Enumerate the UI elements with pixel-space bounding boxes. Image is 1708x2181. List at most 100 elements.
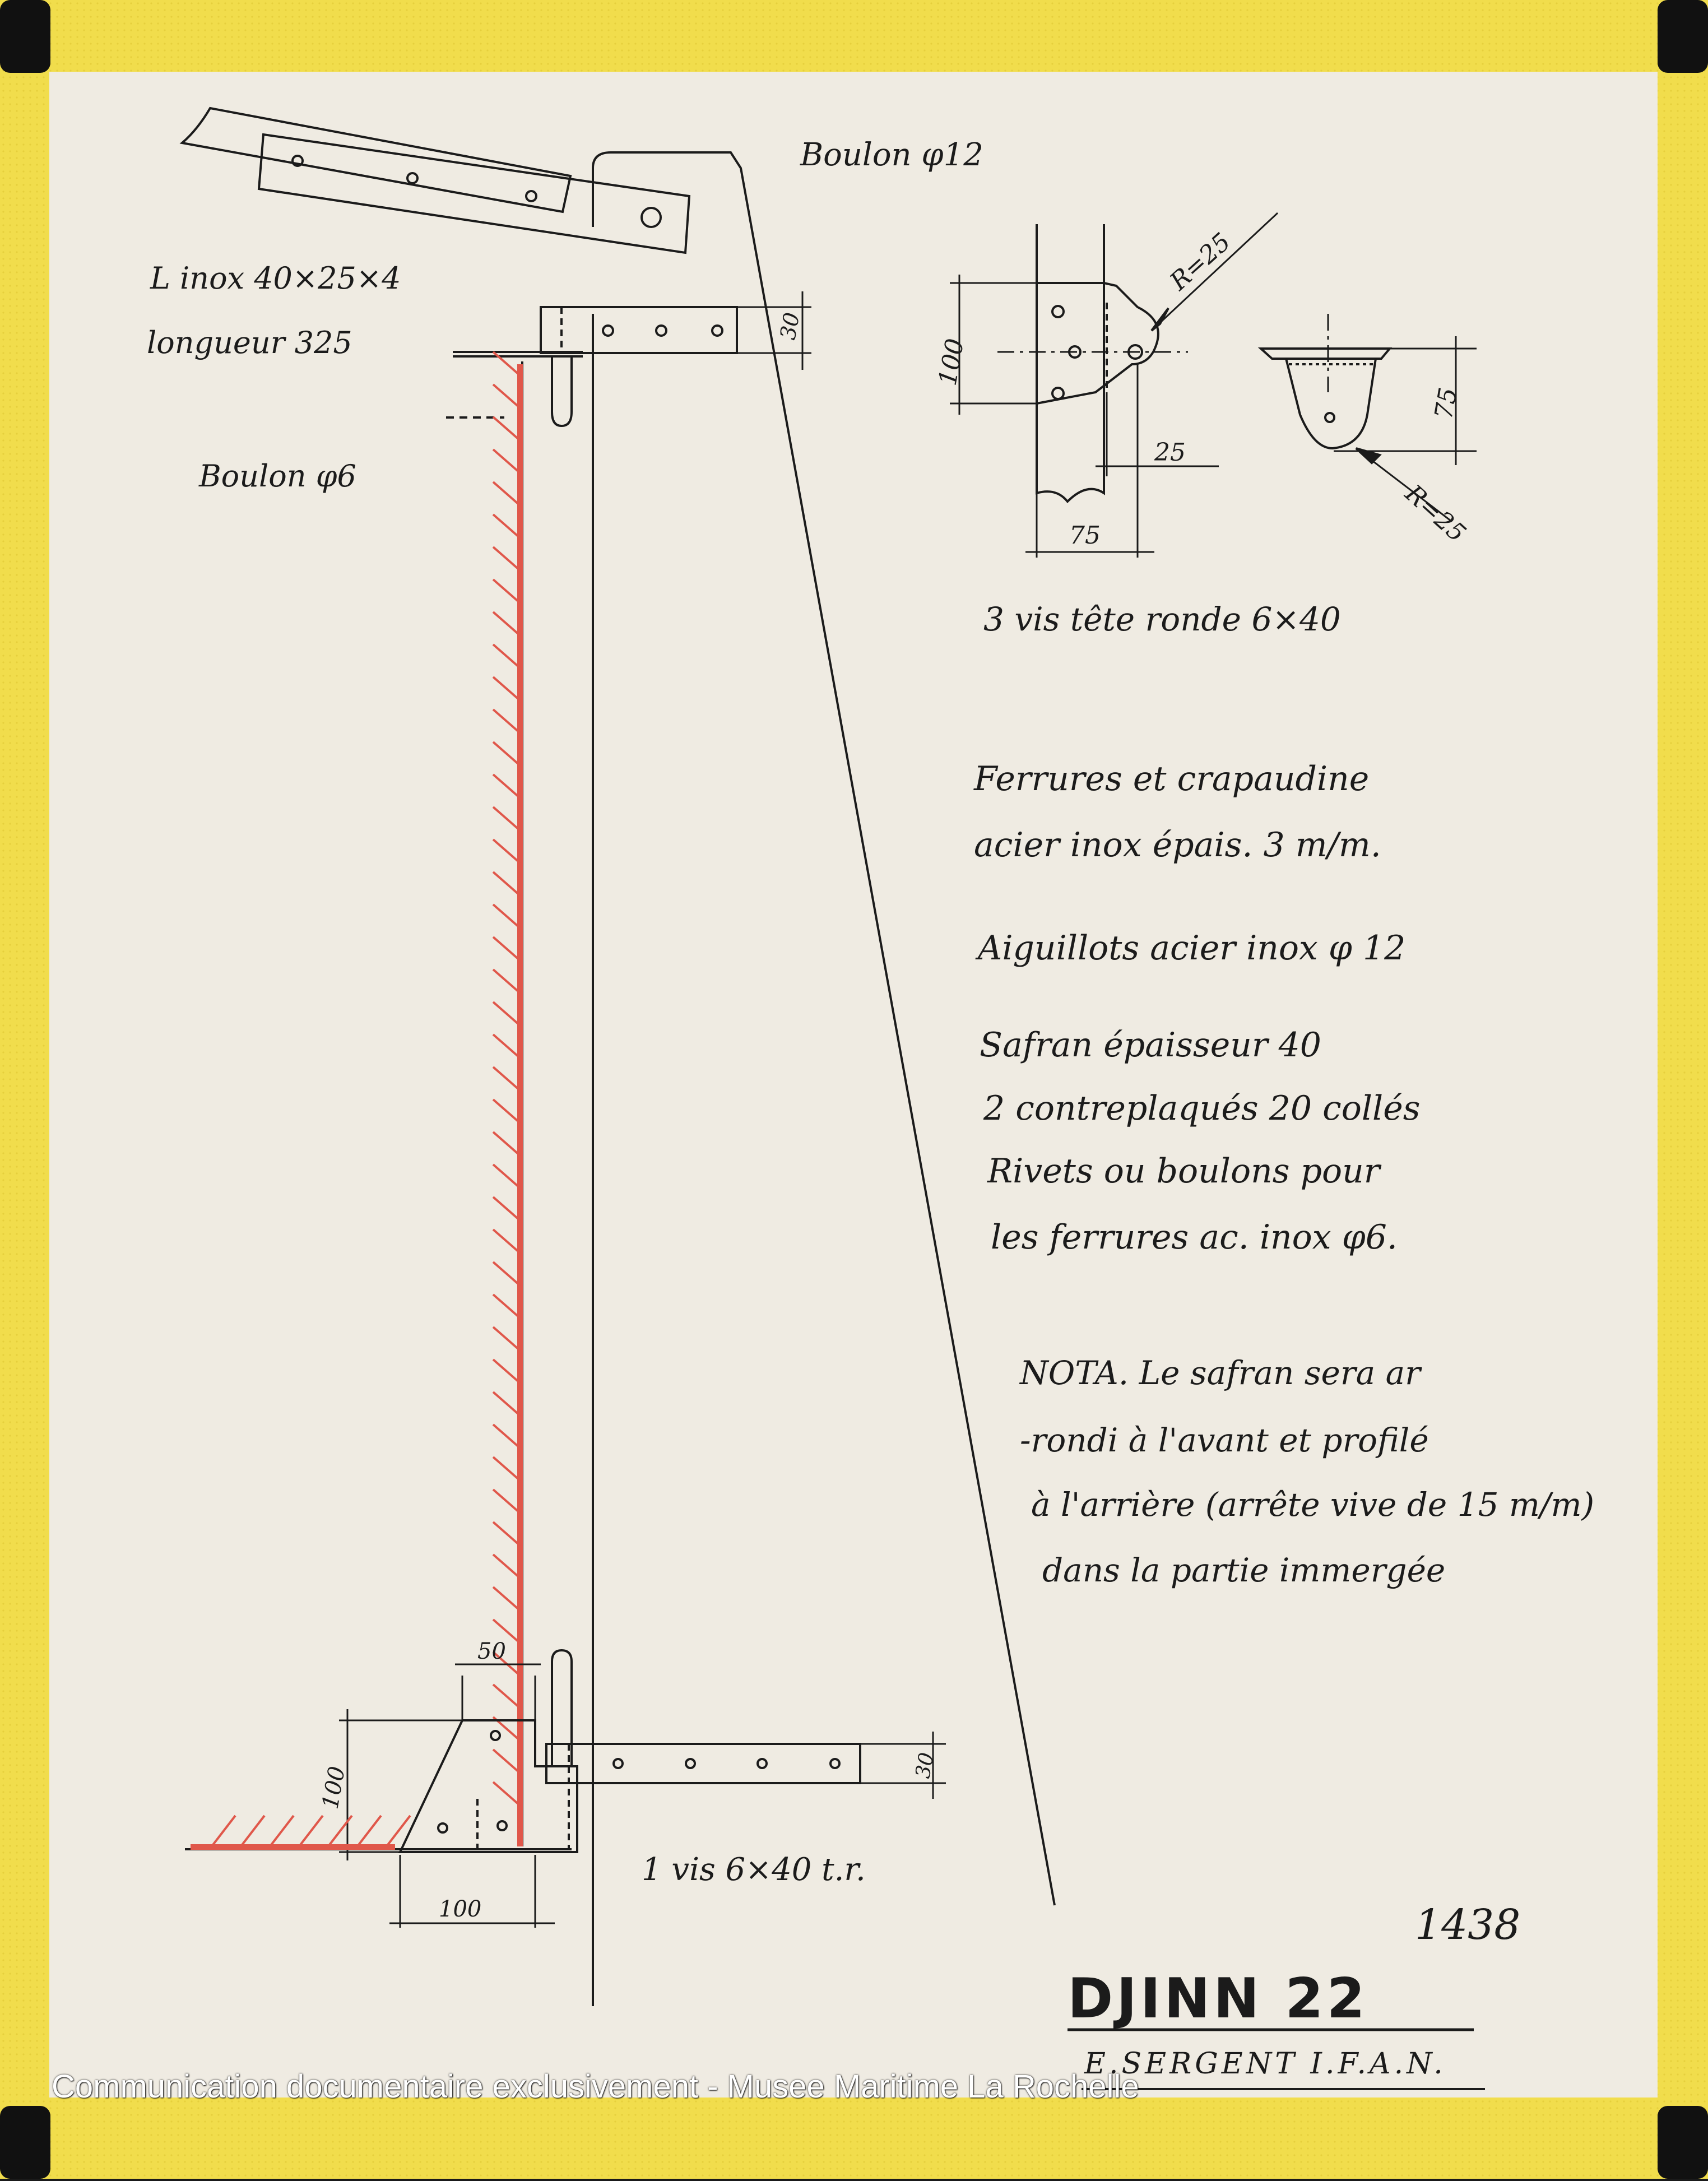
strap-hole <box>602 324 614 337</box>
hatch-stroke <box>492 1423 521 1449</box>
leader-arrow <box>1355 447 1382 465</box>
hatch-stroke <box>492 351 521 377</box>
dim-50: 50 <box>477 1639 506 1664</box>
hatch-stroke <box>492 416 521 442</box>
detail-hole <box>1051 305 1065 318</box>
detail-hole <box>1051 387 1065 400</box>
hatch-stroke <box>492 1391 521 1417</box>
strap-hole <box>612 1758 624 1769</box>
hatch-stroke <box>492 1618 521 1644</box>
tiller-hole <box>406 172 419 184</box>
detail-gudgeon-plate <box>1036 282 1159 405</box>
hatch-stroke <box>492 1098 521 1124</box>
binder-clip <box>1658 2106 1708 2179</box>
hatch-stroke <box>492 936 521 962</box>
label-length: longueur 325 <box>147 325 352 360</box>
dim-100-bottom: 100 <box>439 1896 481 1922</box>
binder-clip <box>0 0 50 73</box>
dim-75-v: 75 <box>1429 386 1463 421</box>
labels: Boulon φ12 L inox 40×25×4 longueur 325 B… <box>147 137 1594 2090</box>
hatch-stroke <box>492 676 521 702</box>
note-line: les ferrures ac. inox φ6. <box>991 1218 1398 1257</box>
label-screws-top: 3 vis tête ronde 6×40 <box>983 600 1341 638</box>
hatch-stroke <box>492 1358 521 1384</box>
detail-views <box>950 212 1477 558</box>
rudder-trailing-edge <box>592 151 1056 1906</box>
note-line: Ferrures et crapaudine <box>973 759 1369 799</box>
hatch-stroke <box>492 1553 521 1579</box>
hull-hatch-stroke <box>358 1815 382 1846</box>
hatch-stroke <box>492 1001 521 1027</box>
note-line: acier inox épais. 3 m/m. <box>974 825 1381 865</box>
hull-hatch-stroke <box>299 1815 324 1846</box>
dim-30-bottom: 30 <box>911 1751 938 1780</box>
note-line: -rondi à l'avant et profilé <box>1020 1421 1429 1459</box>
hatch-stroke <box>492 1196 521 1222</box>
note-line: Safran épaisseur 40 <box>980 1025 1321 1065</box>
hatch-stroke <box>492 806 521 832</box>
hull-hatch-stroke <box>241 1815 266 1846</box>
leader-line <box>1150 212 1279 332</box>
label-boulon-6: Boulon φ6 <box>198 458 356 494</box>
hatch-stroke <box>492 1748 521 1774</box>
hatch-stroke <box>492 838 521 864</box>
binder-clip <box>1658 0 1708 73</box>
top-pintle <box>551 356 573 428</box>
detail-rudder-stock <box>1036 224 1105 503</box>
bottom-strap <box>545 1743 861 1784</box>
transom-hatching <box>492 351 523 1846</box>
shoe-hole <box>490 1730 501 1741</box>
hull-hatch-stroke <box>328 1815 353 1846</box>
heel-plate <box>1257 347 1393 360</box>
hatch-stroke <box>492 1066 521 1092</box>
tiller-hole <box>291 155 304 167</box>
hatch-stroke <box>492 1456 521 1482</box>
hatch-stroke <box>492 1781 521 1807</box>
bottom-pintle <box>551 1649 573 1766</box>
hatch-strokes <box>492 351 521 1807</box>
hatch-stroke <box>492 611 521 637</box>
hatch-stroke <box>492 383 521 409</box>
note-line: Rivets ou boulons pour <box>987 1152 1382 1191</box>
hatch-stroke <box>492 1293 521 1319</box>
note-line: Aiguillots acier inox φ 12 <box>975 929 1405 968</box>
author: E.SERGENT I.F.A.N. <box>1084 2047 1446 2081</box>
hatch-stroke <box>492 1586 521 1612</box>
strap-hole <box>756 1758 768 1769</box>
watermark: Communication documentaire exclusivement… <box>52 2068 1139 2105</box>
note-line: dans la partie immergée <box>1042 1551 1445 1589</box>
hatch-stroke <box>492 741 521 767</box>
hatch-stroke <box>492 773 521 799</box>
hatch-stroke <box>492 1163 521 1189</box>
title: DJINN 22 <box>1068 1967 1368 2031</box>
label-boulon-12: Boulon φ12 <box>800 137 983 173</box>
hatch-stroke <box>492 513 521 539</box>
strap-hole <box>655 324 667 337</box>
tiller-hole <box>525 190 537 202</box>
hatch-stroke <box>492 903 521 929</box>
strap-hole <box>711 324 723 337</box>
hull-hatch-stroke <box>270 1815 295 1846</box>
shoe-hole <box>437 1822 448 1834</box>
note-line: NOTA. Le safran sera ar <box>1019 1354 1422 1392</box>
hatch-stroke <box>492 1683 521 1709</box>
tiller-angle-iron <box>257 133 691 254</box>
hatch-stroke <box>492 1326 521 1352</box>
leader-arrow <box>1150 307 1169 332</box>
strap-hole <box>685 1758 696 1769</box>
hatch-stroke <box>492 578 521 604</box>
hatch-stroke <box>492 708 521 734</box>
tiller-outline <box>179 106 572 214</box>
hatch-stroke <box>492 643 521 669</box>
label-screws-bottom: 1 vis 6×40 t.r. <box>642 1851 866 1888</box>
binder-clip <box>0 2106 50 2179</box>
hatch-stroke <box>492 1488 521 1514</box>
hatch-stroke <box>492 1521 521 1547</box>
hull-hatch-stroke <box>212 1815 236 1846</box>
hatch-stroke <box>492 1228 521 1254</box>
hatch-stroke <box>492 1033 521 1059</box>
heel-hole <box>1324 412 1335 423</box>
paper-sheet <box>49 72 1658 2098</box>
hatch-stroke <box>492 871 521 897</box>
